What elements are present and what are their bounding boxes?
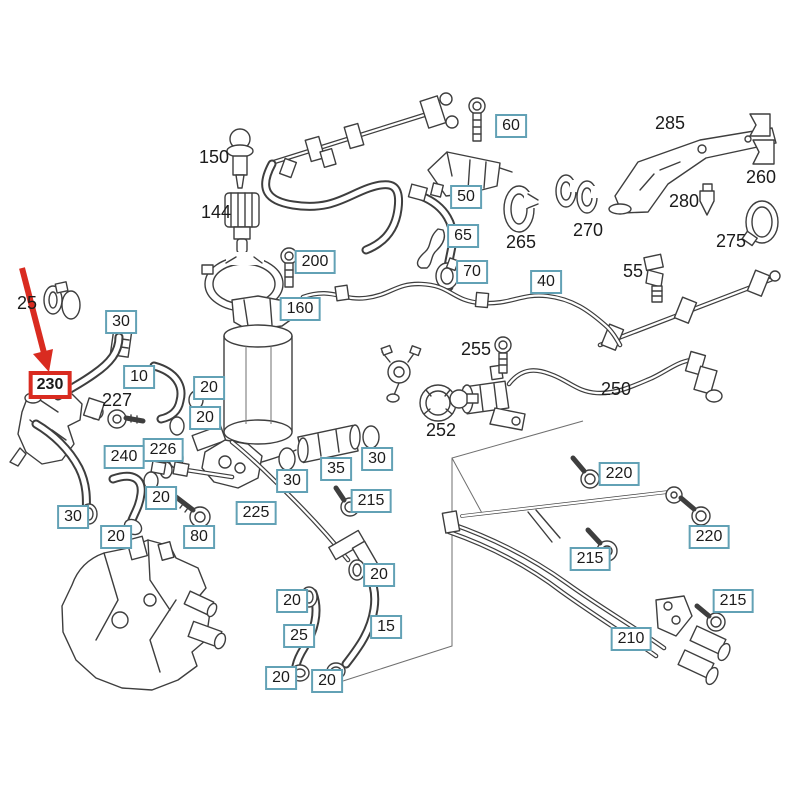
pipe-225 bbox=[172, 439, 351, 563]
pipe-40 bbox=[300, 281, 623, 348]
callout-30: 30 bbox=[276, 469, 308, 493]
callout-20: 20 bbox=[265, 666, 297, 690]
high-pressure-pump bbox=[61, 535, 227, 691]
callout-70: 70 bbox=[456, 260, 488, 284]
bolt-60 bbox=[468, 97, 486, 142]
highlight-arrow bbox=[19, 267, 53, 372]
bracket-285 bbox=[608, 127, 777, 215]
callout-215: 215 bbox=[569, 547, 611, 571]
callout-226: 226 bbox=[142, 438, 184, 462]
callout-20: 20 bbox=[189, 406, 221, 430]
callout-20: 20 bbox=[363, 563, 395, 587]
callout-210: 210 bbox=[610, 627, 652, 651]
callout-25: 25 bbox=[283, 624, 315, 648]
callout-220: 220 bbox=[688, 525, 730, 549]
callout-20: 20 bbox=[311, 669, 343, 693]
reference-panel-lines bbox=[342, 420, 584, 682]
cap-144 bbox=[224, 192, 260, 254]
damper-35 bbox=[261, 424, 380, 471]
callout-20: 20 bbox=[193, 376, 225, 400]
callout-255: 255 bbox=[460, 339, 492, 359]
sensor-55 bbox=[643, 253, 664, 303]
callout-150: 150 bbox=[198, 147, 230, 167]
screw-215-right bbox=[694, 603, 726, 632]
bracket-65 bbox=[416, 228, 446, 269]
callout-35: 35 bbox=[320, 457, 352, 481]
callout-200: 200 bbox=[294, 250, 336, 274]
knob-252 bbox=[419, 384, 479, 422]
clamp-275 bbox=[741, 200, 779, 247]
callout-270: 270 bbox=[572, 220, 604, 240]
callout-40: 40 bbox=[530, 270, 562, 294]
callout-30: 30 bbox=[57, 505, 89, 529]
vent-valve-150 bbox=[226, 128, 254, 189]
clamps-270 bbox=[555, 174, 603, 214]
callout-55: 55 bbox=[622, 261, 644, 281]
thermostat-45 bbox=[380, 344, 422, 403]
callout-285: 285 bbox=[654, 113, 686, 133]
callout-265: 265 bbox=[505, 232, 537, 252]
callout-20: 20 bbox=[145, 486, 177, 510]
callout-275: 275 bbox=[715, 231, 747, 251]
callout-50: 50 bbox=[450, 185, 482, 209]
callout-215: 215 bbox=[712, 589, 754, 613]
callout-30: 30 bbox=[105, 310, 137, 334]
clips-260 bbox=[749, 113, 775, 165]
callout-20: 20 bbox=[100, 525, 132, 549]
bolt-255 bbox=[494, 336, 512, 374]
callout-65: 65 bbox=[447, 224, 479, 248]
pipe-250 bbox=[506, 350, 723, 403]
callout-260: 260 bbox=[745, 167, 777, 187]
fuel-rail-upper bbox=[268, 92, 459, 169]
clamps-25 bbox=[43, 281, 81, 320]
callout-252: 252 bbox=[425, 420, 457, 440]
callout-15: 15 bbox=[370, 615, 402, 639]
callout-160: 160 bbox=[279, 297, 321, 321]
callout-250: 250 bbox=[600, 379, 632, 399]
clip-280 bbox=[699, 183, 715, 216]
callout-215: 215 bbox=[350, 489, 392, 513]
clamp-70 bbox=[435, 257, 460, 290]
bolt-227 bbox=[107, 409, 146, 429]
callout-25: 25 bbox=[16, 293, 38, 313]
callout-280: 280 bbox=[668, 191, 700, 211]
callout-230-highlighted: 230 bbox=[28, 371, 72, 399]
callout-220: 220 bbox=[598, 462, 640, 486]
callout-227: 227 bbox=[101, 390, 133, 410]
clamp-265 bbox=[503, 185, 540, 233]
callout-60: 60 bbox=[495, 114, 527, 138]
callout-30: 30 bbox=[361, 447, 393, 471]
callout-240: 240 bbox=[103, 445, 145, 469]
callout-10: 10 bbox=[123, 365, 155, 389]
callout-20: 20 bbox=[276, 589, 308, 613]
callout-225: 225 bbox=[235, 501, 277, 525]
fuel-filter-canister bbox=[223, 324, 293, 445]
callout-80: 80 bbox=[183, 525, 215, 549]
callout-144: 144 bbox=[200, 202, 232, 222]
